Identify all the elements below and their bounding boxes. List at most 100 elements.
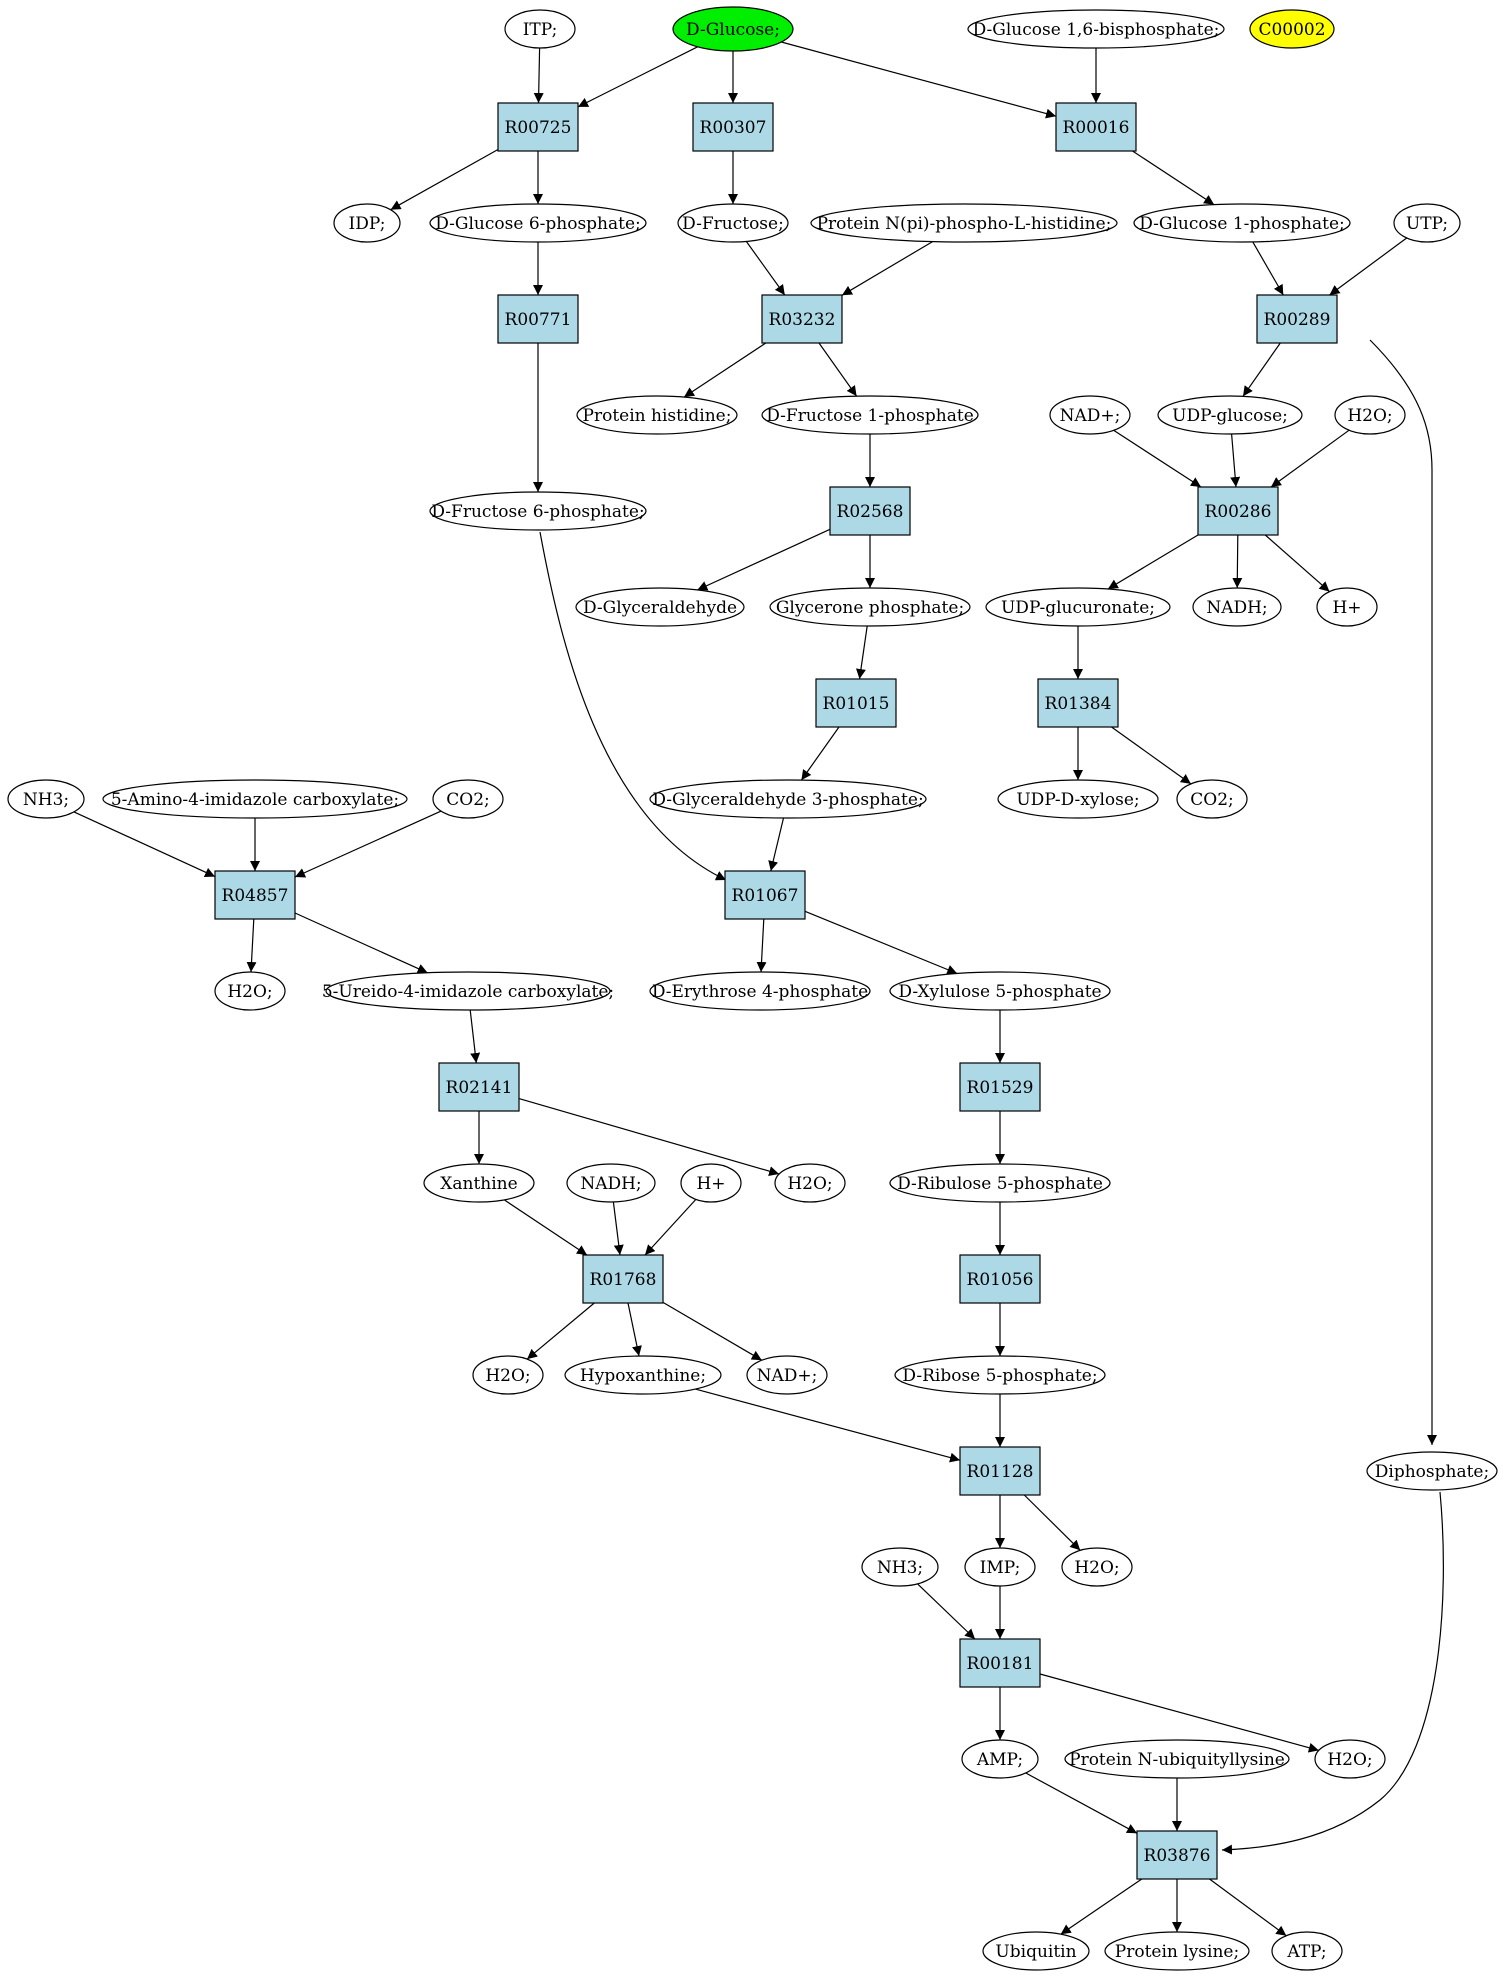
compound-node-nh3_2[interactable]: NH3; xyxy=(861,1547,939,1587)
reaction-node-r03876[interactable]: R03876 xyxy=(1136,1830,1218,1880)
compound-node-ru5p[interactable]: D-Ribulose 5-phosphate xyxy=(889,1163,1111,1203)
compound-node-fructose[interactable]: D-Fructose; xyxy=(677,203,789,243)
compound-node-idp[interactable]: IDP; xyxy=(333,203,401,243)
compound-label: NAD+; xyxy=(757,1366,818,1386)
compound-node-glucose[interactable]: D-Glucose; xyxy=(672,6,794,52)
compound-shape xyxy=(1314,1739,1386,1779)
compound-node-protein_his[interactable]: Protein histidine; xyxy=(576,395,738,435)
compound-node-g1p[interactable]: D-Glucose 1-phosphate; xyxy=(1133,203,1351,243)
compound-node-amino_imid[interactable]: 5-Amino-4-imidazole carboxylate; xyxy=(102,779,408,819)
compound-node-xanthine[interactable]: Xanthine xyxy=(423,1163,535,1203)
compound-shape xyxy=(649,971,871,1011)
compound-shape xyxy=(423,1163,535,1203)
compound-node-f6p[interactable]: D-Fructose 6-phosphate; xyxy=(429,491,647,531)
compound-node-h2o2[interactable]: H2O; xyxy=(214,971,286,1011)
edge-R00286-to-hplus1 xyxy=(1264,534,1330,593)
compound-node-ubiquitin[interactable]: Ubiquitin xyxy=(982,1931,1090,1971)
compound-node-g16bp[interactable]: D-Glucose 1,6-bisphosphate; xyxy=(967,9,1225,49)
reaction-node-r02141[interactable]: R02141 xyxy=(438,1062,520,1112)
compound-node-h2o6[interactable]: H2O; xyxy=(1314,1739,1386,1779)
reaction-node-r01384[interactable]: R01384 xyxy=(1037,678,1119,728)
reaction-node-r01067[interactable]: R01067 xyxy=(724,870,806,920)
compound-shape xyxy=(967,9,1225,49)
compound-node-imp[interactable]: IMP; xyxy=(964,1547,1036,1587)
edge-R00289-to-udpglc xyxy=(1242,342,1281,397)
compound-node-r5p[interactable]: D-Ribose 5-phosphate; xyxy=(894,1355,1106,1395)
compound-shape xyxy=(680,1163,742,1203)
edge-R01128-to-h2o5 xyxy=(1023,1494,1081,1551)
reaction-node-r03232[interactable]: R03232 xyxy=(761,294,843,344)
reaction-node-r04857[interactable]: R04857 xyxy=(214,870,296,920)
reaction-box xyxy=(497,294,579,344)
compound-node-co2_2[interactable]: CO2; xyxy=(1176,779,1248,819)
compound-node-nadh2[interactable]: NADH; xyxy=(566,1163,656,1203)
compound-node-c00002[interactable]: C00002 xyxy=(1249,9,1335,49)
compound-node-diphosphate[interactable]: Diphosphate; xyxy=(1366,1451,1498,1491)
compound-node-h2o3[interactable]: H2O; xyxy=(774,1163,846,1203)
edge-R00286-to-udpglcua xyxy=(1107,534,1199,590)
compound-node-g6p[interactable]: D-Glucose 6-phosphate; xyxy=(429,203,647,243)
compound-label: 5-Amino-4-imidazole carboxylate; xyxy=(111,790,399,810)
compound-label: Protein histidine; xyxy=(583,406,732,426)
compound-label: D-Glucose 6-phosphate; xyxy=(435,214,641,234)
edge-R02568-to-glyceraldehyde xyxy=(697,528,831,591)
compound-node-itp[interactable]: ITP; xyxy=(504,9,576,49)
compound-node-hypoxanthine[interactable]: Hypoxanthine; xyxy=(564,1355,722,1395)
compound-node-udpglcua[interactable]: UDP-glucuronate; xyxy=(985,587,1171,627)
edge-R00725-to-idp xyxy=(390,148,499,211)
compound-node-atp[interactable]: ATP; xyxy=(1271,1931,1343,1971)
compound-node-nad2[interactable]: NAD+; xyxy=(746,1355,828,1395)
compound-node-ureido[interactable]: 5-Ureido-4-imidazole carboxylate; xyxy=(322,971,614,1011)
compound-node-protein_ubq[interactable]: Protein N-ubiquityllysine xyxy=(1064,1739,1290,1779)
compound-node-protein_lys[interactable]: Protein lysine; xyxy=(1104,1931,1250,1971)
reaction-node-r00307[interactable]: R00307 xyxy=(692,102,774,152)
reaction-node-r00725[interactable]: R00725 xyxy=(497,102,579,152)
compound-node-hplus2[interactable]: H+ xyxy=(680,1163,742,1203)
compound-node-glycerone_p[interactable]: Glycerone phosphate; xyxy=(769,587,971,627)
compound-node-glyceraldehyde[interactable]: D-Glyceraldehyde xyxy=(575,587,745,627)
compound-node-utp[interactable]: UTP; xyxy=(1393,203,1461,243)
reaction-node-r00771[interactable]: R00771 xyxy=(497,294,579,344)
compound-node-e4p[interactable]: D-Erythrose 4-phosphate xyxy=(649,971,871,1011)
reaction-node-r02568[interactable]: R02568 xyxy=(829,486,911,536)
compound-node-protein_nphis[interactable]: Protein N(pi)-phospho-L-histidine; xyxy=(810,203,1118,243)
edge-R01384-to-co2_2 xyxy=(1111,726,1192,785)
compound-node-nad1[interactable]: NAD+; xyxy=(1049,395,1131,435)
edge-R04857-to-ureido xyxy=(294,912,428,974)
compound-node-h2o1[interactable]: H2O; xyxy=(1334,395,1406,435)
reaction-node-r01768[interactable]: R01768 xyxy=(582,1254,664,1304)
compound-node-nh3_1[interactable]: NH3; xyxy=(7,779,85,819)
edge-R03876-to-atp xyxy=(1209,1878,1287,1937)
edge-hplus2-to-R01768 xyxy=(644,1198,697,1256)
reaction-node-r01128[interactable]: R01128 xyxy=(959,1446,1041,1496)
edge-R00289-to-diphosphate xyxy=(1369,339,1437,1445)
reaction-node-r00289[interactable]: R00289 xyxy=(1256,294,1338,344)
compound-node-gap[interactable]: D-Glyceraldehyde 3-phosphate; xyxy=(649,779,927,819)
reaction-label: R00771 xyxy=(505,310,572,330)
reaction-node-r01529[interactable]: R01529 xyxy=(959,1062,1041,1112)
reaction-node-r01015[interactable]: R01015 xyxy=(815,678,897,728)
reaction-node-r00181[interactable]: R00181 xyxy=(959,1638,1041,1688)
reaction-node-r01056[interactable]: R01056 xyxy=(959,1254,1041,1304)
nodes-layer: ITP; D-Glucose; D-Glucose 1,6-bisphosphate… xyxy=(7,6,1498,1971)
edge-glucose-to-R00725 xyxy=(577,46,698,108)
compound-node-udpglc[interactable]: UDP-glucose; xyxy=(1157,395,1303,435)
compound-node-h2o4[interactable]: H2O; xyxy=(472,1355,544,1395)
compound-node-nadh1[interactable]: NADH; xyxy=(1192,587,1282,627)
compound-node-co2_1[interactable]: CO2; xyxy=(432,779,504,819)
compound-shape xyxy=(1249,9,1335,49)
compound-node-amp[interactable]: AMP; xyxy=(961,1739,1039,1779)
compound-node-h2o5[interactable]: H2O; xyxy=(1061,1547,1133,1587)
compound-label: H+ xyxy=(1332,598,1361,618)
compound-node-udpxyl[interactable]: UDP-D-xylose; xyxy=(997,779,1159,819)
edge-R01768-to-hypoxanthine xyxy=(627,1302,642,1357)
compound-node-hplus1[interactable]: H+ xyxy=(1316,587,1378,627)
edge-itp-to-R00725 xyxy=(533,47,544,104)
reaction-node-r00016[interactable]: R00016 xyxy=(1055,102,1137,152)
compound-label: D-Xylulose 5-phosphate xyxy=(898,982,1101,1002)
reaction-node-r00286[interactable]: R00286 xyxy=(1197,486,1279,536)
compound-label: D-Ribose 5-phosphate; xyxy=(902,1366,1097,1386)
compound-node-f1p[interactable]: D-Fructose 1-phosphate xyxy=(761,395,979,435)
compound-node-x5p[interactable]: D-Xylulose 5-phosphate xyxy=(889,971,1111,1011)
